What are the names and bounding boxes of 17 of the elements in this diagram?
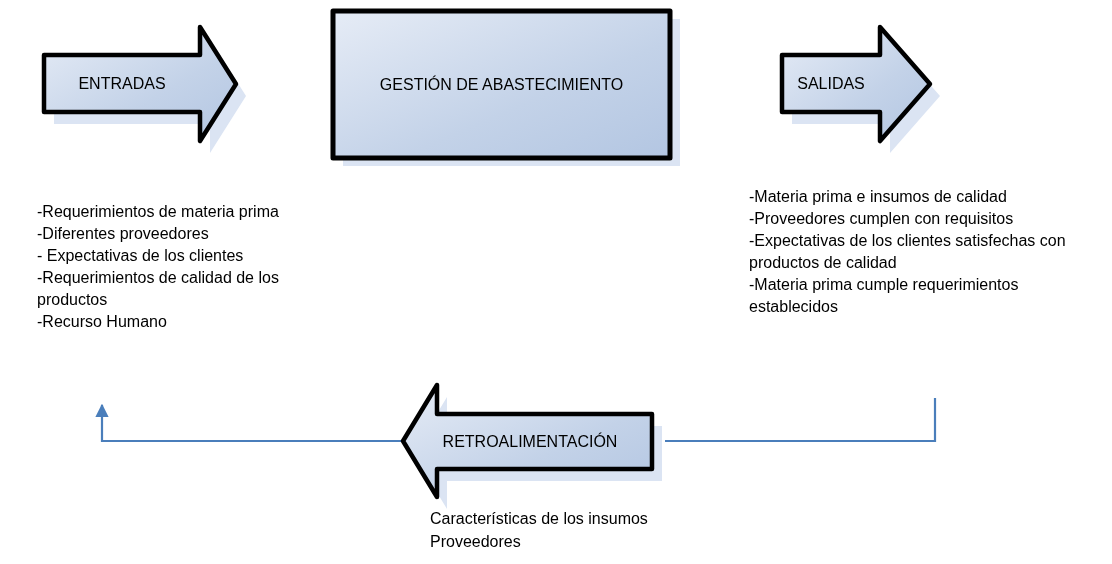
list-item: -Diferentes proveedores [37, 224, 210, 244]
caption-text: Proveedores [430, 532, 521, 552]
connector-line [665, 398, 937, 443]
caption-text: Características de los insumos [430, 509, 648, 529]
list-item: -Materia prima cumple requerimientos establecidos [749, 275, 1020, 317]
arrow-label: RETROALIMENTACIÓN [441, 431, 619, 452]
list-item: - Expectativas de los clientes [37, 246, 245, 266]
box-label: GESTIÓN DE ABASTECIMIENTO [378, 74, 625, 95]
arrow-label: ENTRADAS [77, 73, 167, 94]
arrow [95, 403, 403, 443]
arrow-label: SALIDAS [796, 73, 866, 94]
list-item: -Recurso Humano [37, 312, 168, 332]
list-item: -Requerimientos de calidad de los productos [37, 268, 280, 310]
list-item: -Requerimientos de materia prima [37, 202, 280, 222]
list-item: -Materia prima e insumos de calidad [749, 187, 1008, 207]
list-item: -Expectativas de los clientes satisfechas con productos de calidad [749, 231, 1067, 273]
list-item: -Proveedores cumplen con requisitos [749, 209, 1015, 229]
